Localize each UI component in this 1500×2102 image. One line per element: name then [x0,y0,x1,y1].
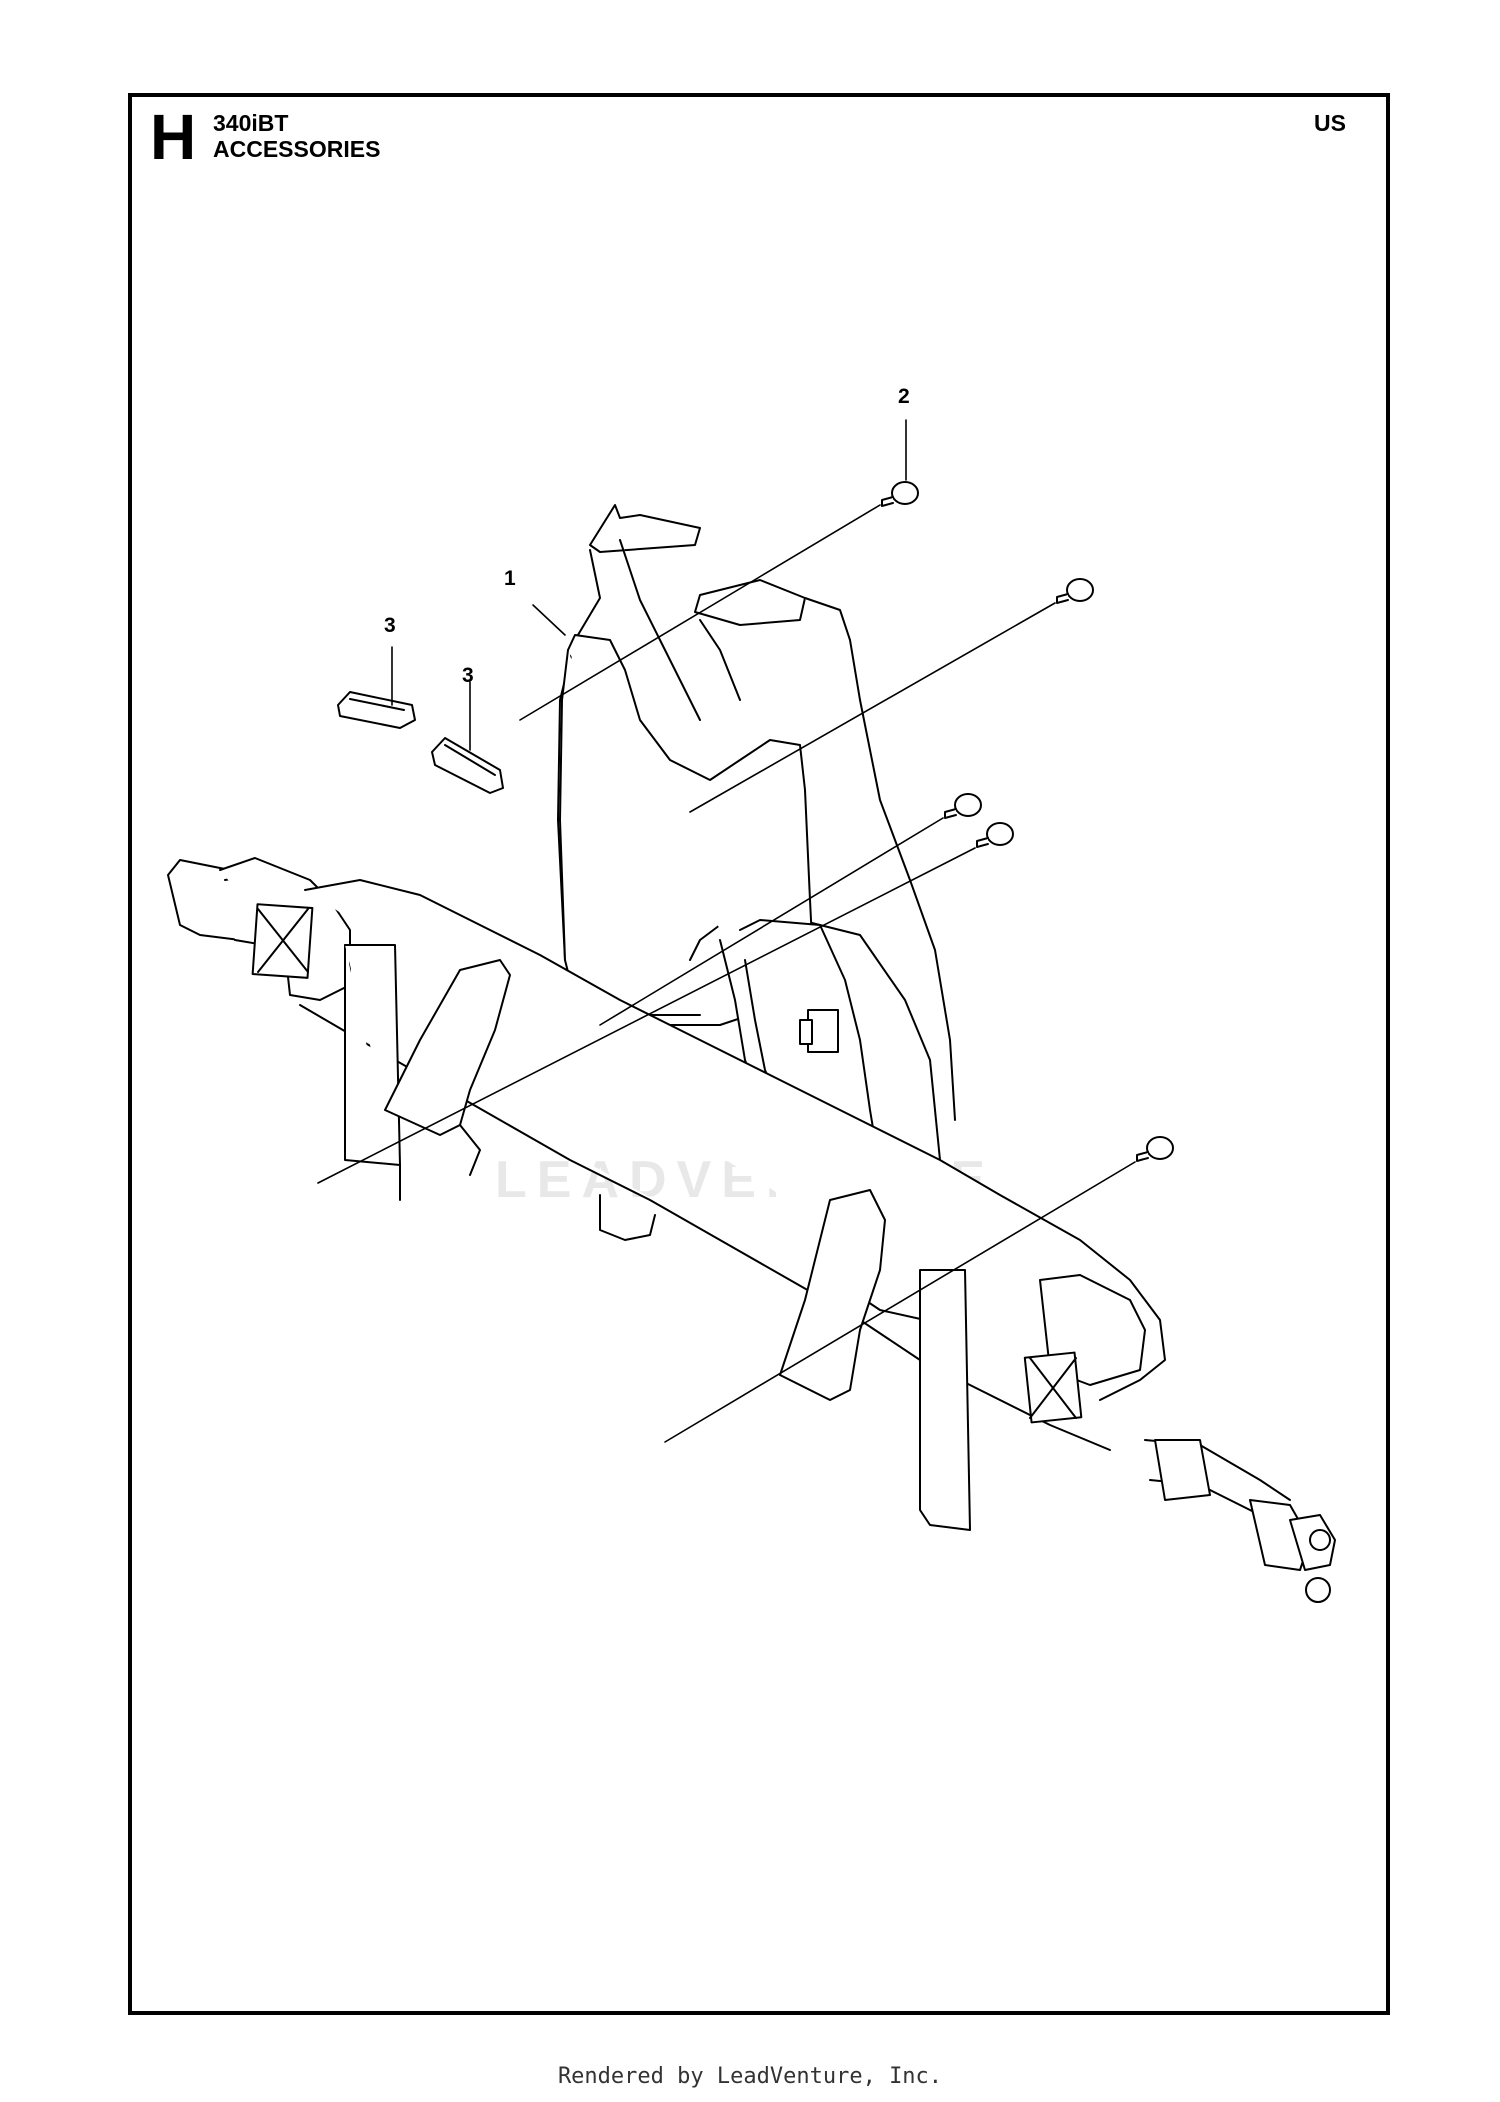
screws [881,481,1174,1162]
leader-lines [317,419,1136,1443]
page-title: ACCESSORIES [213,136,381,162]
callout-2: 2 [898,385,910,408]
footer-credit: Rendered by LeadVenture, Inc. [557,2064,943,2089]
drawing-frame [128,93,1390,2015]
callout-1: 1 [504,567,516,590]
callout-3b: 3 [462,664,474,687]
section-letter: H [150,101,197,173]
screw-1 [881,481,919,507]
screw-2 [1056,578,1094,604]
clip-b [431,737,504,794]
hip-belt [167,857,1336,1603]
model-number: 340iBT [213,110,289,136]
clip-a [337,691,416,729]
callout-3a: 3 [384,614,396,637]
clips [337,691,504,794]
screw-3 [944,793,982,819]
region-code: US [1314,110,1346,136]
screw-4 [976,822,1014,848]
screw-5 [1136,1136,1174,1162]
